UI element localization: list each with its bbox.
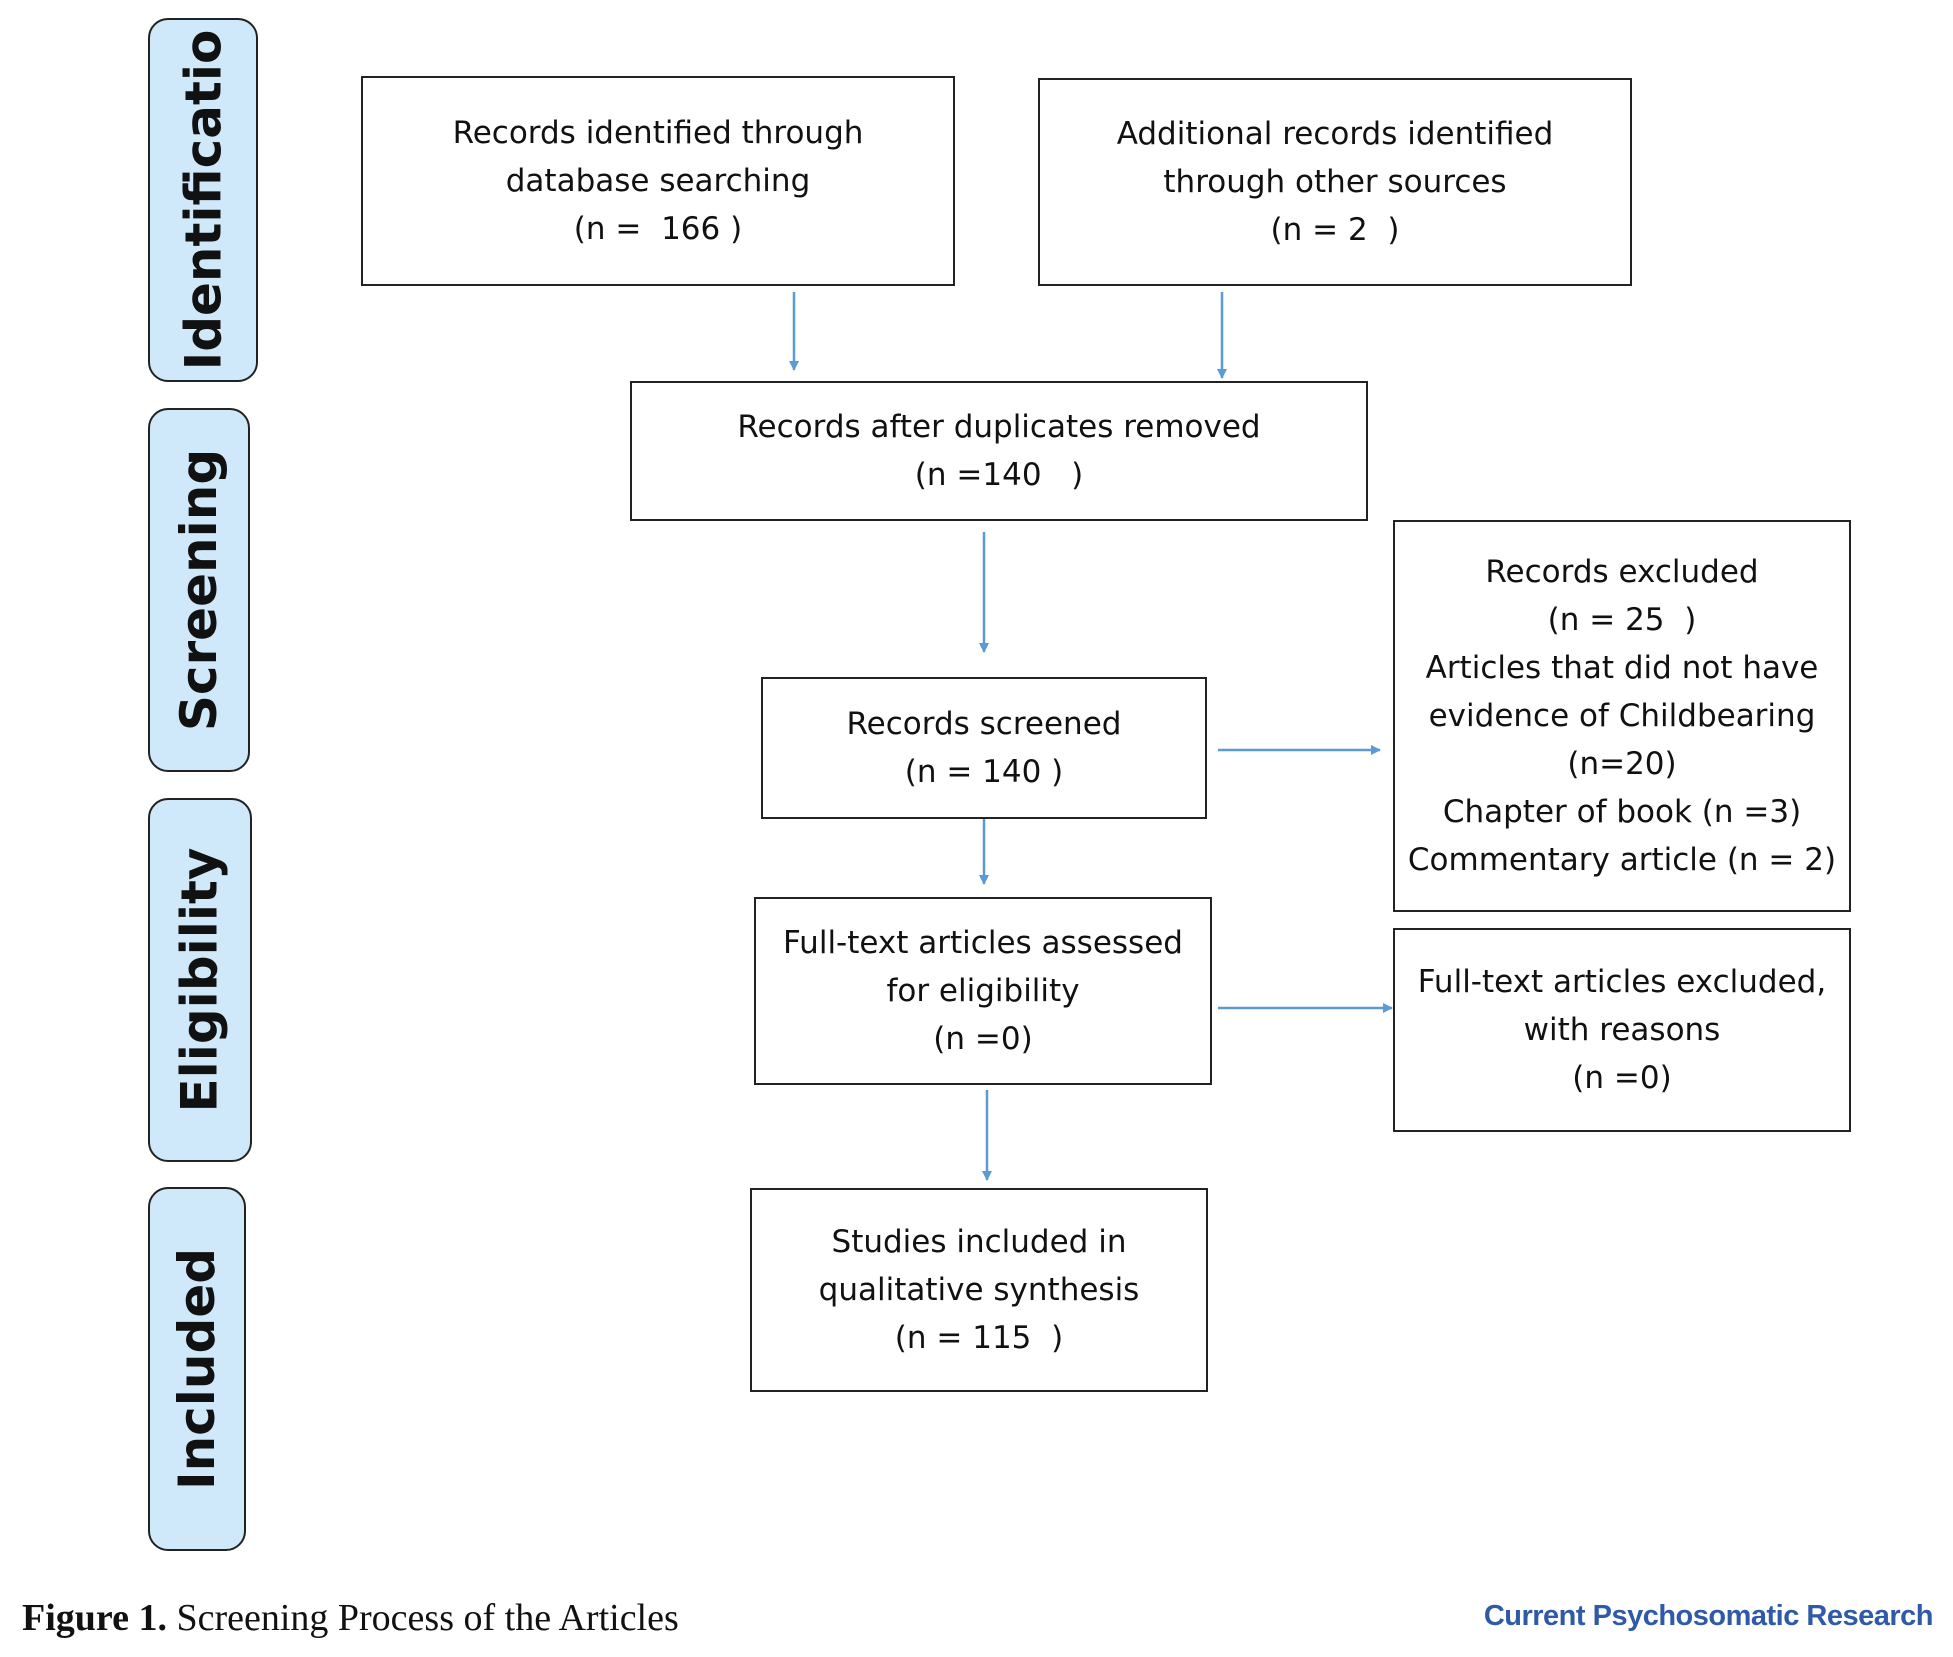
- box-line: Records after duplicates removed: [737, 409, 1261, 445]
- box-line: Commentary article (n = 2): [1407, 842, 1837, 878]
- box-line: with reasons: [1523, 1012, 1721, 1048]
- box-fulltext-excluded: Full-text articles excluded, with reason…: [1393, 928, 1851, 1132]
- stage-screening: Screening: [148, 408, 250, 772]
- box-included-studies: Studies included in qualitative synthesi…: [750, 1188, 1208, 1392]
- stage-eligibility: Eligibility: [148, 798, 252, 1162]
- box-line: database searching: [505, 163, 811, 199]
- box-line: Records identified through: [452, 115, 864, 151]
- box-records-screened: Records screened (n = 140 ): [761, 677, 1207, 819]
- box-line: Records excluded: [1485, 554, 1759, 590]
- box-line: Full-text articles excluded,: [1417, 964, 1827, 1000]
- box-line: through other sources: [1163, 164, 1507, 200]
- box-line: (n = 166 ): [573, 211, 743, 247]
- box-line: (n =140 ): [914, 457, 1084, 493]
- journal-logo-text: Current Psychosomatic Research: [1483, 1600, 1934, 1632]
- box-line: for eligibility: [886, 973, 1080, 1009]
- stage-included: Included: [148, 1187, 246, 1551]
- box-line: Articles that did not have: [1425, 650, 1819, 686]
- box-fulltext-assessed: Full-text articles assessed for eligibil…: [754, 897, 1212, 1085]
- box-line: (n = 140 ): [904, 754, 1064, 790]
- stage-identification: Identificatio: [148, 18, 258, 382]
- box-line: (n = 25 ): [1547, 602, 1697, 638]
- box-database-records: Records identified through database sear…: [361, 76, 955, 286]
- figure-caption-label: Figure 1.: [22, 1597, 167, 1639]
- box-line: (n =0): [1572, 1060, 1672, 1096]
- box-after-duplicates: Records after duplicates removed (n =140…: [630, 381, 1368, 521]
- box-line: evidence of Childbearing: [1428, 698, 1816, 734]
- box-line: Studies included in: [831, 1224, 1127, 1260]
- box-other-sources: Additional records identified through ot…: [1038, 78, 1632, 286]
- box-line: Additional records identified: [1116, 116, 1554, 152]
- box-line: Chapter of book (n =3): [1442, 794, 1802, 830]
- box-line: (n = 115 ): [894, 1320, 1064, 1356]
- box-line: qualitative synthesis: [818, 1272, 1140, 1308]
- box-records-excluded: Records excluded (n = 25 ) Articles that…: [1393, 520, 1851, 912]
- figure-caption-text: Screening Process of the Articles: [166, 1597, 679, 1639]
- box-line: Full-text articles assessed: [783, 925, 1183, 961]
- box-line: (n=20): [1567, 746, 1677, 782]
- figure-caption: Figure 1. Screening Process of the Artic…: [22, 1596, 679, 1640]
- box-line: (n =0): [933, 1021, 1033, 1057]
- box-line: Records screened: [846, 706, 1122, 742]
- box-line: (n = 2 ): [1270, 212, 1400, 248]
